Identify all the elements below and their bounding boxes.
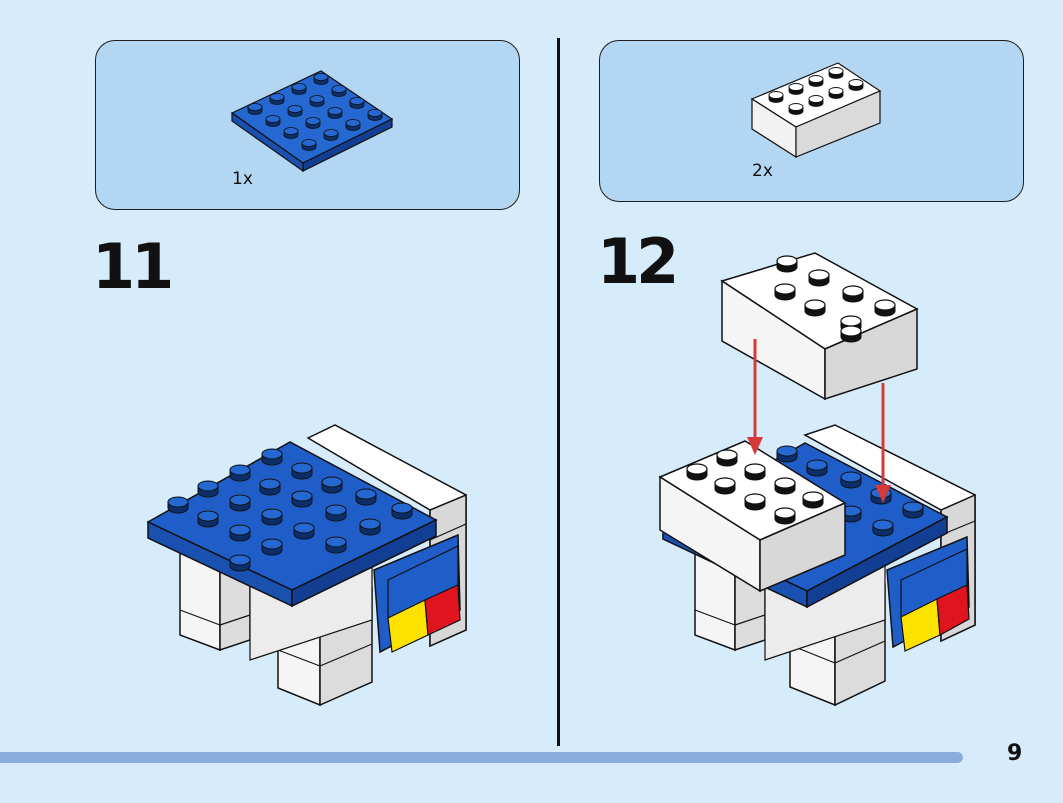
- blue-plate-4x4-icon: [230, 70, 394, 173]
- model-step-11: [146, 424, 467, 707]
- parts-callout-step-12: 2x: [599, 40, 1024, 202]
- model-step-12: [658, 252, 976, 707]
- page-divider: [557, 38, 560, 746]
- page-number: 9: [1007, 741, 1023, 766]
- part-quantity: 1x: [232, 169, 253, 189]
- part-quantity: 2x: [752, 161, 773, 181]
- progress-bar: [0, 752, 963, 763]
- step-number: 12: [597, 225, 679, 298]
- placement-arrows: [747, 339, 891, 503]
- white-brick-2x4-icon: [750, 62, 882, 159]
- step-number: 11: [92, 230, 174, 303]
- parts-callout-step-11: 1x: [95, 40, 520, 210]
